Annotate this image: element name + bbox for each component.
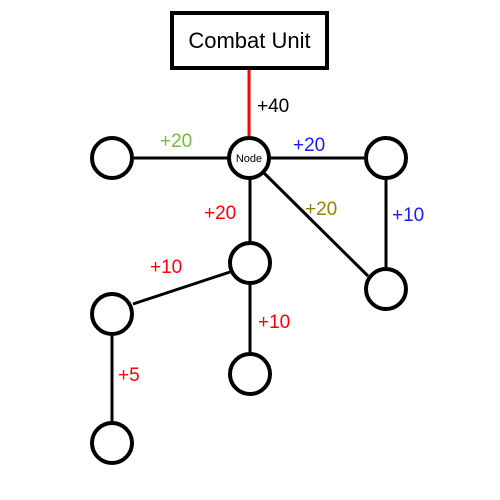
edge-label-root-center: +40 [257,96,289,117]
edge-line-center-rightlower [262,171,370,278]
edge-label-mid-midbottom: +10 [258,312,290,333]
edge-label-left-center: +20 [160,131,192,152]
center-node-label: Node [236,153,262,165]
node-circle-center [227,136,271,180]
node-circle-mid-left [90,292,134,336]
edge-label-center-right: +20 [293,135,325,156]
edge-label-midleft-bottomleft: +5 [118,365,140,386]
edge-label-center-rightlower: +20 [305,199,337,220]
node-circle-bottom-left [90,421,134,465]
node-circle-right-lower [364,267,408,311]
node-circle-mid-bottom [228,352,272,396]
combat-unit-box [170,11,329,70]
edge-label-center-mid: +20 [204,203,236,224]
node-circle-left [90,136,134,180]
combat-unit-label: Combat Unit [188,28,310,53]
node-circle-mid [228,241,272,285]
edge-label-mid-midleft: +10 [150,257,182,278]
node-circle-right [364,136,408,180]
edge-line-mid-midleft [132,270,231,306]
edge-label-right-rightlower: +10 [392,205,424,226]
